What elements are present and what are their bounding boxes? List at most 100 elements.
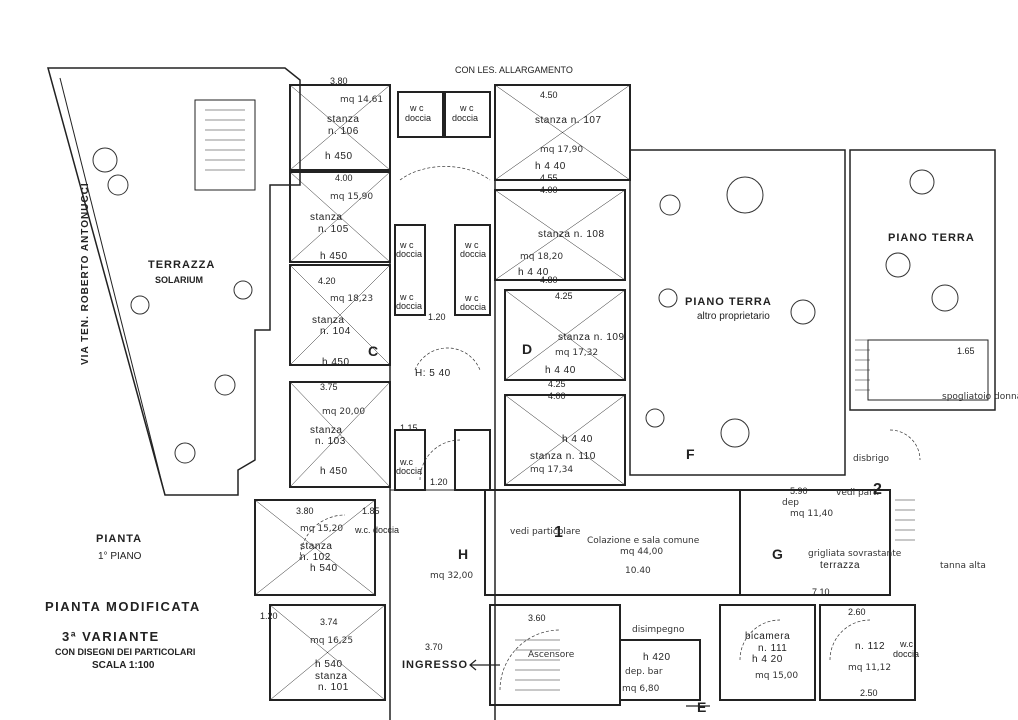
section-marker-h: H bbox=[458, 546, 469, 562]
room-106-outline bbox=[289, 84, 391, 171]
room-111-name: bicamera bbox=[745, 631, 791, 642]
room-102-name: stanza bbox=[300, 541, 333, 552]
room-101-number: n. 101 bbox=[318, 682, 349, 693]
small-room-label: dep. bar bbox=[625, 667, 663, 677]
corridor-area: mq 32,00 bbox=[430, 571, 474, 581]
room-110-name: stanza n. 110 bbox=[530, 451, 596, 462]
doccia-label: doccia bbox=[460, 249, 487, 259]
room-109-name: stanza n. 109 bbox=[558, 332, 625, 343]
room-111-height: h 4 20 bbox=[752, 654, 783, 665]
colazione-dimension: 10.40 bbox=[625, 566, 651, 576]
room-101-name: stanza bbox=[315, 671, 348, 682]
doccia-label: doccia bbox=[452, 113, 479, 123]
tanna-note: tanna alta bbox=[940, 561, 986, 571]
disbrigo-label: disbrigo bbox=[853, 454, 890, 464]
doccia-label: doccia bbox=[893, 649, 920, 659]
dimension-label: 4.25 bbox=[548, 379, 566, 389]
dimension-label: 7.10 bbox=[812, 587, 830, 597]
room-110-height: h 4 40 bbox=[562, 434, 593, 445]
doccia-label: doccia bbox=[405, 113, 432, 123]
wc-label: w c bbox=[465, 293, 479, 303]
wc-label: w c bbox=[465, 240, 479, 250]
room-108-height: h 4 40 bbox=[518, 267, 549, 278]
piano-terra-subtitle: altro proprietario bbox=[697, 311, 770, 322]
dimension-label: 2.50 bbox=[860, 688, 878, 698]
room-111-area: mq 15,00 bbox=[755, 671, 799, 681]
dimension-label: 4.20 bbox=[318, 276, 336, 286]
room-106-area: mq 14,61 bbox=[340, 95, 384, 105]
legend-variante: 3ª VARIANTE bbox=[62, 629, 160, 644]
deposito-label: dep bbox=[782, 498, 799, 508]
dimension-label: 3.80 bbox=[330, 76, 348, 86]
room-112-number: n. 112 bbox=[855, 641, 886, 652]
dimension-label: 4.00 bbox=[540, 185, 558, 195]
room-107-name: stanza n. 107 bbox=[535, 115, 602, 126]
room-102-area: mq 15,20 bbox=[300, 524, 344, 534]
dimension-label: 4.00 bbox=[548, 391, 566, 401]
top-note: CON LES. ALLARGAMENTO bbox=[455, 65, 573, 75]
disimpegno-label: disimpegno bbox=[632, 625, 685, 635]
room-105-height: h 450 bbox=[320, 251, 348, 262]
dimension-label: 4.80 bbox=[540, 275, 558, 285]
small-room-height: h 420 bbox=[643, 652, 671, 663]
colazione-label: Colazione e sala comune bbox=[587, 536, 700, 546]
hall-height: H: 5 40 bbox=[415, 368, 451, 379]
wc-label: w c bbox=[410, 103, 424, 113]
wc-label: w.c. doccia bbox=[355, 525, 400, 535]
room-109-height: h 4 40 bbox=[545, 365, 576, 376]
wc-label: w c bbox=[400, 292, 414, 302]
room-104-height: h 450 bbox=[322, 357, 350, 368]
room-103-number: n. 103 bbox=[315, 436, 346, 447]
dimension-label: 1.20 bbox=[430, 477, 448, 487]
detail-marker-1: 1 bbox=[554, 524, 563, 541]
legend-pianta: PIANTA bbox=[96, 533, 143, 545]
colazione-area: mq 44,00 bbox=[620, 547, 664, 557]
room-104-name: stanza bbox=[312, 315, 345, 326]
terrazza-label: terrazza bbox=[820, 560, 861, 571]
dimension-label: 3.75 bbox=[320, 382, 338, 392]
legend-modificata: PIANTA MODIFICATA bbox=[45, 599, 201, 614]
terrace-subtitle: SOLARIUM bbox=[155, 275, 203, 285]
ascensore-label: Ascensore bbox=[528, 650, 575, 660]
room-106-name: stanza bbox=[327, 114, 360, 125]
dimension-label: 1.65 bbox=[957, 346, 975, 356]
dimension-label: 5.90 bbox=[790, 486, 808, 496]
room-110-area: mq 17,34 bbox=[530, 465, 574, 475]
dimension-label: 1.85 bbox=[362, 506, 380, 516]
dimension-label: 3.80 bbox=[296, 506, 314, 516]
wc-label: w.c bbox=[400, 457, 414, 467]
room-105-name: stanza bbox=[310, 212, 343, 223]
room-103-name: stanza bbox=[310, 425, 343, 436]
room-112-area: mq 11,12 bbox=[848, 663, 892, 673]
doccia-label: doccia bbox=[396, 249, 423, 259]
dimension-label: 1.20 bbox=[260, 611, 278, 621]
dimension-label: 3.74 bbox=[320, 617, 338, 627]
vedi-part-2: vedi part. bbox=[836, 488, 880, 498]
room-104-area: mq 18,23 bbox=[330, 294, 374, 304]
room-108-name: stanza n. 108 bbox=[538, 229, 605, 240]
wc-label: w c bbox=[460, 103, 474, 113]
room-102-number: n. 102 bbox=[300, 552, 331, 563]
section-marker-e: E bbox=[697, 699, 707, 715]
room-106-number: n. 106 bbox=[328, 126, 359, 137]
room-108-area: mq 18,20 bbox=[520, 252, 564, 262]
dimension-label: 4.25 bbox=[555, 291, 573, 301]
dimension-label: 3.60 bbox=[528, 613, 546, 623]
deposito-area: mq 11,40 bbox=[790, 509, 834, 519]
room-105-area: mq 15,90 bbox=[330, 192, 374, 202]
terrace-title: TERRAZZA bbox=[148, 259, 216, 271]
dimension-label: 3.70 bbox=[425, 642, 443, 652]
dimension-label: 4.50 bbox=[540, 90, 558, 100]
ingresso-label: INGRESSO bbox=[402, 659, 469, 671]
street-name: VIA TEN. ROBERTO ANTONUCCI bbox=[80, 182, 91, 365]
dimension-label: 4.55 bbox=[540, 173, 558, 183]
dimension-label: 1.15 bbox=[400, 423, 418, 433]
detail-marker-2: 2 bbox=[873, 481, 882, 498]
piano-terra-title: PIANO TERRA bbox=[685, 296, 772, 308]
room-101-height: h 540 bbox=[315, 659, 343, 670]
room-103-area: mq 20,00 bbox=[322, 407, 366, 417]
doccia-label: doccia bbox=[396, 301, 423, 311]
room-101-area: mq 16,25 bbox=[310, 636, 354, 646]
section-marker-g: G bbox=[772, 546, 783, 562]
section-marker-d: D bbox=[522, 341, 533, 357]
